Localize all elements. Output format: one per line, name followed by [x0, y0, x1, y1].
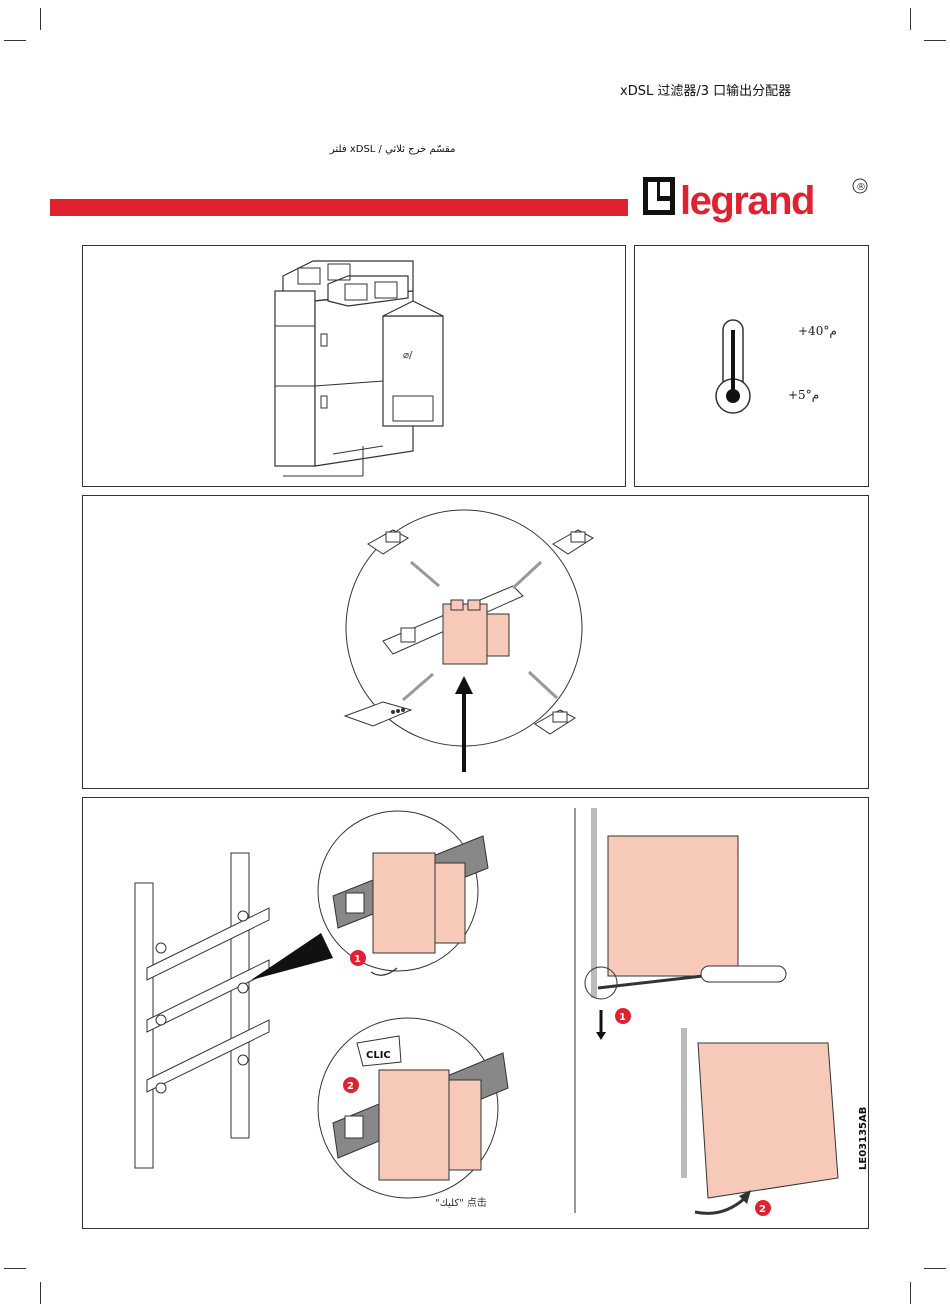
- svg-text:2: 2: [347, 1081, 354, 1092]
- clic-label: CLIC: [366, 1050, 391, 1061]
- thermometer-icon: [635, 246, 868, 486]
- crop-mark: [924, 1268, 946, 1269]
- registered-mark: ®: [856, 182, 866, 193]
- crop-mark: [924, 40, 946, 41]
- brand-bar: [50, 199, 628, 216]
- svg-text:⌀/: ⌀/: [403, 350, 413, 361]
- click-caption: "كليك" 点击: [435, 1194, 487, 1209]
- connection-panel: [82, 495, 869, 789]
- telephone-icon: [368, 530, 408, 554]
- crop-mark: [910, 8, 911, 30]
- telephone-icon: [535, 710, 575, 734]
- title-arabic: فلتر xDSL / مقسّم خرج ثلاثي: [330, 144, 455, 155]
- reference-code: LE03135AB: [858, 1110, 872, 1170]
- temperature-panel: +40°م +5°م: [634, 245, 869, 487]
- min-temperature: +5°م: [788, 388, 819, 402]
- svg-text:1: 1: [619, 1012, 626, 1023]
- crop-mark: [40, 1282, 41, 1304]
- telephone-icon: [553, 530, 593, 554]
- svg-text:1: 1: [354, 954, 361, 965]
- modem-icon: [345, 702, 411, 726]
- crop-mark: [910, 1282, 911, 1304]
- mounting-diagram: 1 CLIC 2 1 2: [83, 798, 868, 1228]
- crop-mark: [40, 8, 41, 30]
- mounting-panel: 1 CLIC 2 1 2 "كليك" 点击: [82, 797, 869, 1229]
- title-chinese: xDSL 过滤器/3 口输出分配器: [620, 80, 791, 99]
- connection-diagram: [83, 496, 868, 788]
- brand-wordmark: legrand: [680, 179, 814, 223]
- max-temperature: +40°م: [798, 324, 837, 338]
- product-panel: ⌀/: [82, 245, 626, 487]
- product-drawing: ⌀/: [83, 246, 625, 486]
- legrand-logo: legrand ®: [640, 174, 870, 234]
- crop-mark: [4, 40, 26, 41]
- crop-mark: [4, 1268, 26, 1269]
- svg-text:2: 2: [759, 1204, 766, 1215]
